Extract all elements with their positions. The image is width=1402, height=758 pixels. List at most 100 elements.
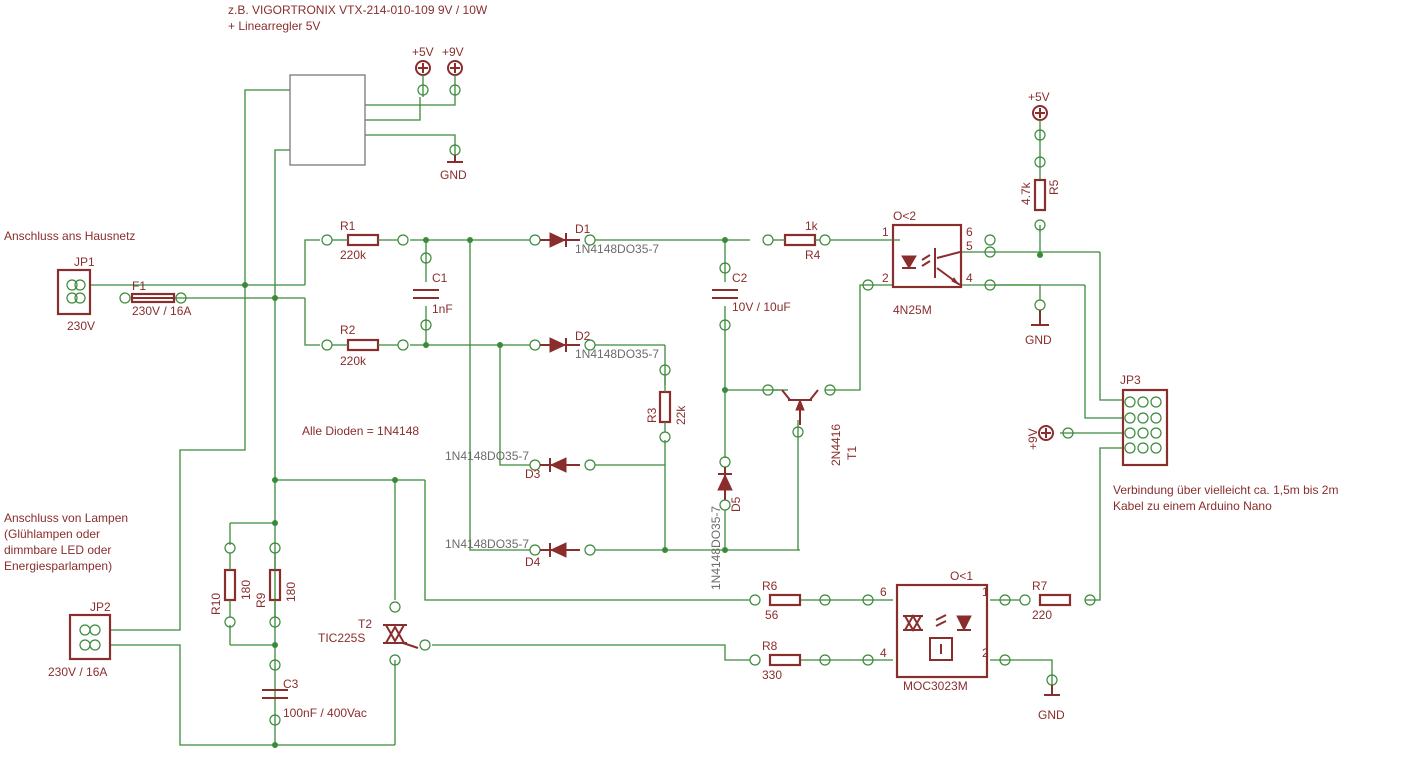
label-gnd-psu: GND	[440, 168, 467, 182]
t1-value: 2N4416	[829, 424, 843, 466]
d4-name: D4	[525, 555, 541, 569]
diode-d2	[529, 337, 596, 353]
note-cable-1: Verbindung über vielleicht ca. 1,5m bis …	[1113, 483, 1338, 497]
r2-value: 220k	[340, 354, 367, 368]
psu-module	[289, 74, 366, 166]
resistor-r9	[268, 542, 282, 628]
ok2-pin1: 1	[882, 225, 889, 239]
r10-value: 180	[239, 580, 253, 600]
d5-value: 1N4148DO35-7	[709, 506, 723, 590]
resistor-r7	[1019, 593, 1096, 607]
jp3-connector	[1121, 388, 1169, 467]
note-lamp-1: Anschluss von Lampen	[4, 511, 128, 525]
triac-t2	[383, 601, 431, 666]
jp1-connector	[56, 268, 92, 316]
capacitor-c2	[712, 262, 738, 331]
jp2-connector	[68, 613, 112, 661]
ok1-name: O<1	[950, 569, 973, 583]
resistor-r4	[762, 233, 831, 247]
d4-value: 1N4148DO35-7	[445, 537, 529, 551]
optocoupler-ok2	[891, 223, 963, 289]
ok2-pin4: 4	[966, 271, 973, 285]
label-gnd-ok2: GND	[1025, 333, 1052, 347]
resistor-r6	[749, 593, 831, 607]
f1-value: 230V / 16A	[132, 304, 191, 318]
r8-name: R8	[762, 639, 778, 653]
diode-d3	[529, 457, 596, 473]
ok1-pin4: 4	[880, 646, 887, 660]
r6-value: 56	[765, 608, 779, 622]
c3-value: 100nF / 400Vac	[283, 706, 367, 720]
label-9v-right: +9V	[1026, 428, 1040, 450]
ok1-pin1: 1	[982, 585, 989, 599]
d5-name: D5	[729, 496, 743, 512]
note-psu-line1: z.B. VIGORTRONIX VTX-214-010-109 9V / 10…	[228, 3, 488, 17]
f1-name: F1	[132, 279, 146, 293]
resistor-r2	[321, 338, 409, 352]
d1-name: D1	[575, 222, 591, 236]
r4-value: 1k	[805, 219, 819, 233]
t2-value: TIC225S	[318, 631, 365, 645]
r9-value: 180	[284, 582, 298, 602]
ok2-name: O<2	[893, 209, 916, 223]
d3-name: D3	[525, 467, 541, 481]
ok1-value: MOC3023M	[903, 679, 968, 693]
jp2-name: JP2	[90, 600, 111, 614]
r7-name: R7	[1032, 579, 1048, 593]
gnd-ok1	[1044, 674, 1060, 696]
wires	[90, 89, 1123, 746]
supply-5v-right	[1032, 105, 1048, 180]
gnd-psu	[447, 144, 463, 163]
r3-value: 22k	[674, 405, 688, 425]
r8-value: 330	[762, 668, 782, 682]
transistor-t1	[762, 384, 836, 438]
jp1-value: 230V	[67, 319, 95, 333]
d3-value: 1N4148DO35-7	[445, 449, 529, 463]
ok1-pin2: 2	[982, 646, 989, 660]
ok2-pin6: 6	[966, 225, 973, 239]
r4-name: R4	[805, 248, 821, 262]
note-diodes: Alle Dioden = 1N4148	[302, 424, 419, 438]
resistor-r10	[223, 542, 237, 628]
t1-name: T1	[845, 446, 859, 460]
ok2-pin2: 2	[882, 271, 889, 285]
d1-value: 1N4148DO35-7	[575, 242, 659, 256]
r1-value: 220k	[340, 248, 367, 262]
label-9v-top: +9V	[442, 45, 464, 59]
resistor-r3	[658, 364, 672, 443]
note-lamp-4: Energiesparlampen)	[4, 559, 112, 573]
supply-9v-top	[447, 60, 463, 97]
diode-d5	[717, 456, 733, 511]
c1-name: C1	[432, 271, 448, 285]
jp2-value: 230V / 16A	[48, 665, 107, 679]
r5-value: 4.7k	[1019, 181, 1033, 205]
r6-name: R6	[762, 579, 778, 593]
ok1-pin6: 6	[880, 585, 887, 599]
c2-name: C2	[732, 271, 748, 285]
diode-d1	[529, 232, 596, 248]
note-mains: Anschluss ans Hausnetz	[4, 229, 135, 243]
junctions	[242, 237, 1043, 748]
jp3-name: JP3	[1120, 373, 1141, 387]
capacitor-c3	[262, 659, 288, 726]
d2-name: D2	[575, 329, 591, 343]
capacitor-c1	[413, 252, 439, 331]
r1-name: R1	[340, 219, 356, 233]
r2-name: R2	[340, 323, 356, 337]
r3-name: R3	[645, 407, 659, 423]
resistor-r1	[321, 233, 409, 247]
resistor-r8	[749, 653, 831, 667]
ok2-value: 4N25M	[893, 303, 932, 317]
c3-name: C3	[283, 677, 299, 691]
r5-name: R5	[1047, 179, 1061, 195]
gnd-ok2	[1031, 299, 1049, 326]
note-cable-2: Kabel zu einem Arduino Nano	[1113, 499, 1272, 513]
diode-d4	[529, 542, 596, 558]
note-psu-line2: + Linearregler 5V	[228, 19, 320, 33]
supply-5v-top	[415, 60, 431, 97]
jp1-name: JP1	[74, 255, 95, 269]
optocoupler-ok1	[895, 583, 989, 679]
note-lamp-3: dimmbare LED oder	[4, 543, 111, 557]
c1-value: 1nF	[432, 302, 453, 316]
